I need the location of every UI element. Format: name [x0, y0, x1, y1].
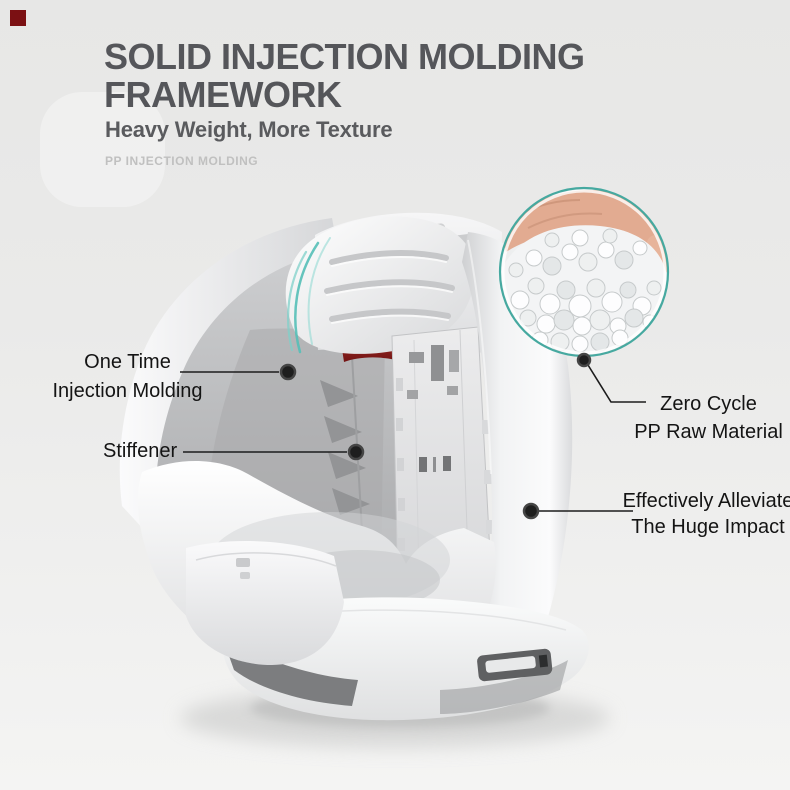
anchor-dot-one-time — [279, 363, 297, 381]
callout-zero-cycle: Zero Cycle PP Raw Material — [606, 390, 790, 446]
callout-line: The Huge Impact — [631, 516, 785, 538]
callout-line: Effectively Alleviate — [622, 490, 790, 512]
callout-stiffener: Stiffener — [103, 440, 223, 462]
callout-line: Injection Molding — [52, 380, 203, 402]
molding-flex-arcs — [287, 237, 331, 354]
callout-line: Zero Cycle — [660, 393, 757, 415]
page-title: SOLID INJECTION MOLDING FRAMEWORK — [104, 36, 585, 115]
leader-zero-cycle — [587, 364, 646, 403]
pp-pellets-inset — [498, 186, 670, 358]
leader-lines — [180, 364, 646, 512]
anchor-dot-alleviate — [522, 502, 540, 520]
right-wing-highlight — [467, 239, 492, 475]
corner-mark — [10, 10, 26, 26]
page-subtitle: Heavy Weight, More Texture — [105, 117, 393, 142]
callout-effectively-alleviate: Effectively Alleviate The Huge Impact — [593, 488, 790, 540]
callout-line: Stiffener — [103, 440, 178, 462]
armrest-shell — [186, 541, 344, 665]
background-blob — [40, 92, 165, 207]
callout-one-time-injection-molding: One Time Injection Molding — [30, 348, 225, 406]
callout-line: PP Raw Material — [634, 421, 783, 443]
headrest-grooves — [324, 250, 455, 324]
page-tagline: PP INJECTION MOLDING — [105, 154, 259, 168]
callout-line: One Time — [84, 351, 171, 373]
anchor-dot-zero-cycle — [576, 352, 592, 368]
anchor-dots — [279, 352, 592, 520]
anchor-dot-stiffener — [347, 443, 365, 461]
header: SOLID INJECTION MOLDING FRAMEWORK Heavy … — [104, 36, 744, 169]
